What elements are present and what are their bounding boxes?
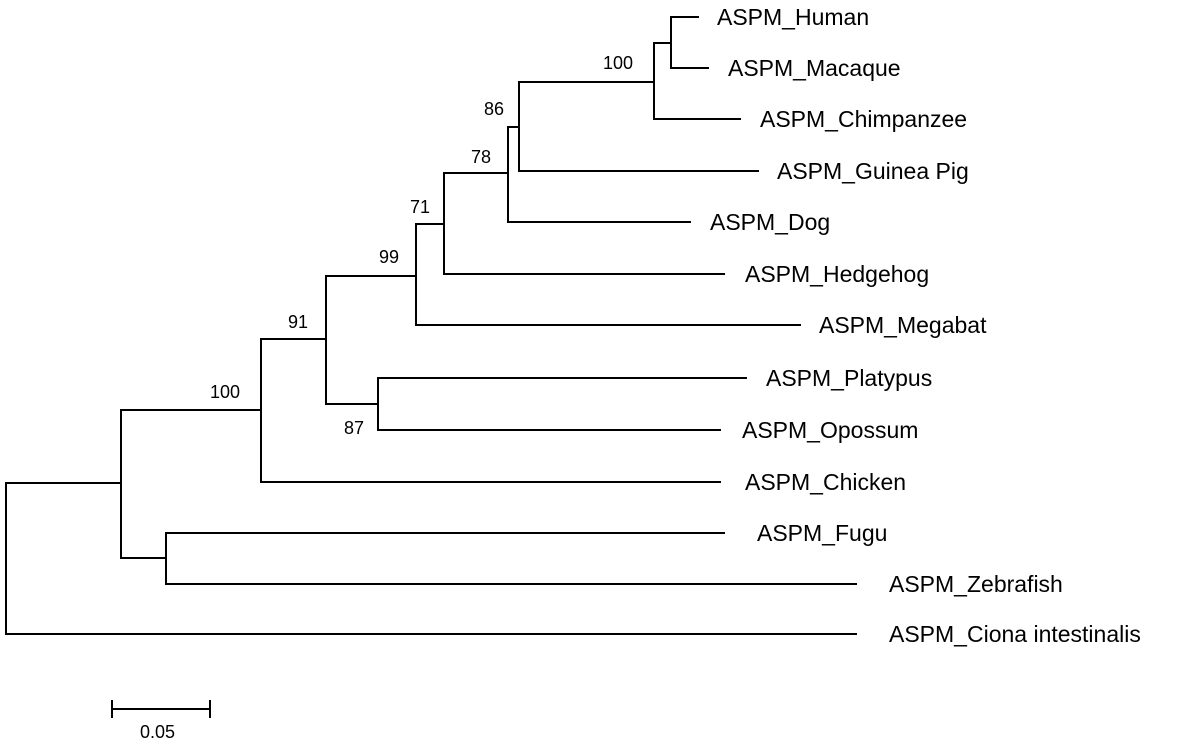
leaf-label-platypus: ASPM_Platypus	[766, 365, 932, 391]
scale-bar-label: 0.05	[140, 722, 175, 742]
bootstrap-value-99: 99	[379, 247, 399, 267]
leaf-label-human: ASPM_Human	[717, 4, 869, 30]
leaf-label-zebrafish: ASPM_Zebrafish	[889, 571, 1063, 597]
leaf-label-hedgehog: ASPM_Hedgehog	[745, 261, 929, 287]
bootstrap-value-primates: 100	[603, 53, 633, 73]
leaf-label-fugu: ASPM_Fugu	[757, 520, 887, 546]
bootstrap-value-tetrapods: 100	[210, 382, 240, 402]
scale-bar: 0.05	[111, 700, 211, 742]
leaf-label-opossum: ASPM_Opossum	[742, 417, 918, 443]
bootstrap-value-91: 91	[288, 312, 308, 332]
tree-branches	[5, 16, 857, 635]
leaf-label-macaque: ASPM_Macaque	[728, 55, 901, 81]
bootstrap-value-87: 87	[344, 418, 364, 438]
leaf-label-ciona: ASPM_Ciona intestinalis	[889, 621, 1141, 647]
bootstrap-value-71: 71	[410, 197, 430, 217]
bootstrap-values: 100 86 78 71 99 91 87 100	[210, 53, 633, 438]
bootstrap-value-86: 86	[484, 99, 504, 119]
leaf-label-chimpanzee: ASPM_Chimpanzee	[760, 106, 967, 132]
leaf-labels: ASPM_Human ASPM_Macaque ASPM_Chimpanzee …	[710, 4, 1141, 647]
bootstrap-value-78: 78	[471, 147, 491, 167]
leaf-label-guinea-pig: ASPM_Guinea Pig	[777, 158, 969, 184]
leaf-label-megabat: ASPM_Megabat	[819, 312, 987, 338]
leaf-label-chicken: ASPM_Chicken	[745, 469, 906, 495]
leaf-label-dog: ASPM_Dog	[710, 209, 830, 235]
